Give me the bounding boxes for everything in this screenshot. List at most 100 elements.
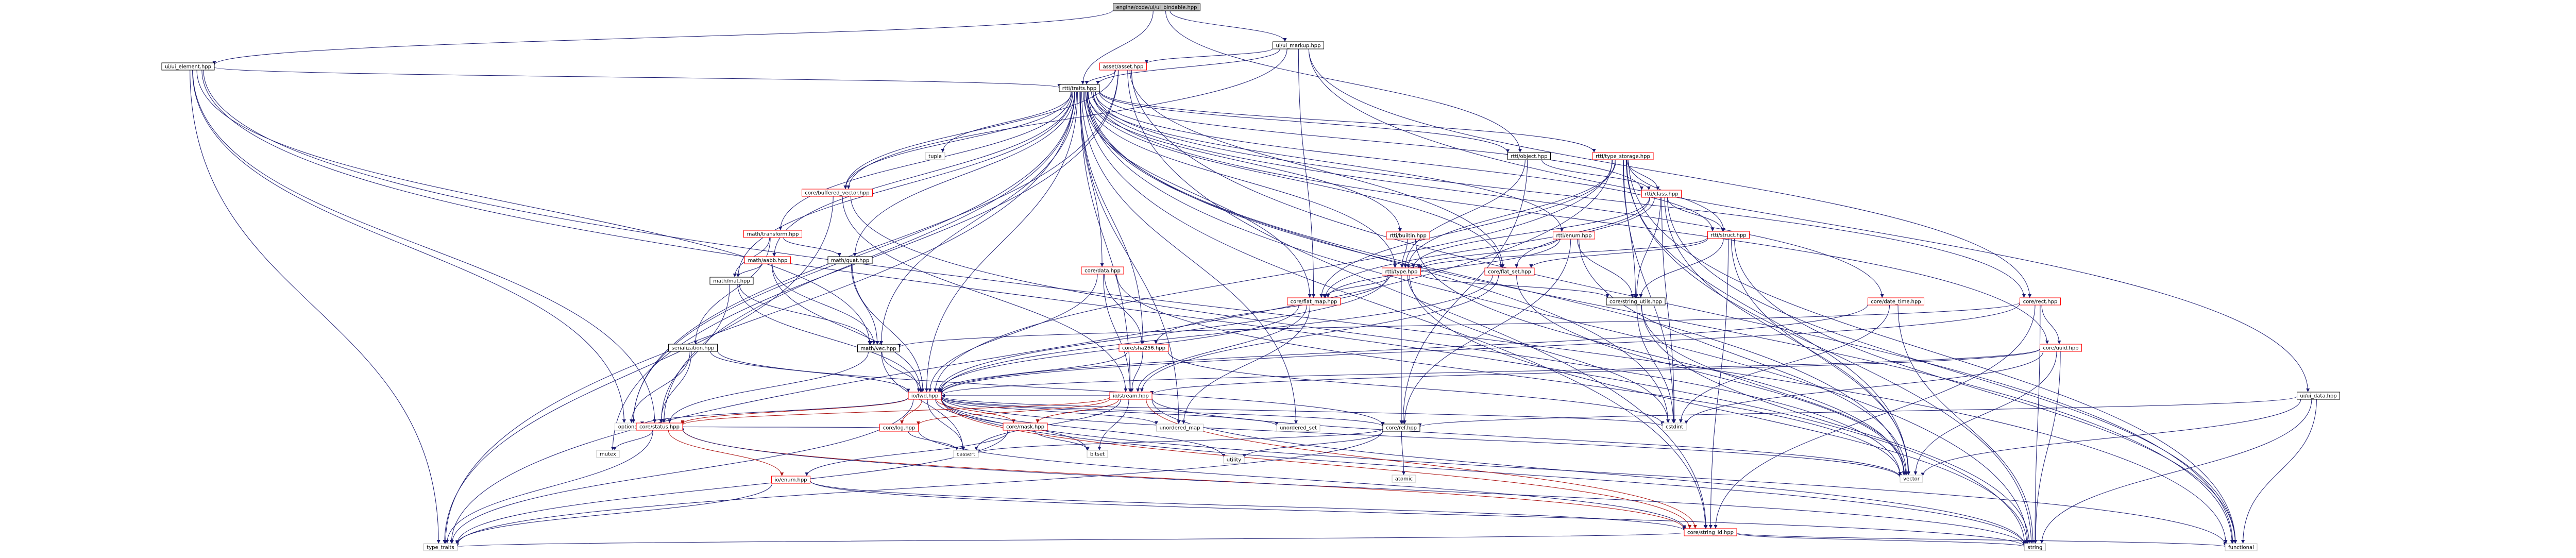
graph-node-core-rect[interactable]: core/rect.hpp	[2020, 297, 2061, 306]
edge-asset-server-to-core-flat-set	[1129, 70, 1505, 268]
graph-node-ui-data[interactable]: ui/ui_data.hpp	[2297, 392, 2340, 400]
graph-node-core-sha256[interactable]: core/sha256.hpp	[1118, 344, 1169, 352]
graph-node-rtti-class[interactable]: rtti/class.hpp	[1641, 190, 1682, 198]
edge-rtti-type-storage-to-rtti-class	[1626, 159, 1660, 191]
edge-core-status-to-type-traits	[445, 430, 653, 544]
edge-rtti-struct-to-functional	[1734, 238, 2237, 544]
graph-node-rtti-builtin[interactable]: rtti/builtin.hpp	[1386, 231, 1430, 240]
edge-rtti-traits-to-type-traits	[444, 91, 1075, 544]
edge-root-to-ui-element	[212, 10, 1113, 65]
node-box	[1099, 62, 1147, 71]
node-label: functional	[2228, 545, 2254, 551]
graph-node-core-ref[interactable]: core/ref.hpp	[1382, 424, 1420, 432]
graph-node-root[interactable]: engine/code/ui/ui_bindable.hpp	[1113, 3, 1200, 11]
graph-node-rtti-struct[interactable]: rtti/struct.hpp	[1707, 231, 1750, 239]
node-label: engine/code/ui/ui_bindable.hpp	[1116, 5, 1197, 11]
edge-io-fwd-to-core-ref	[941, 396, 1385, 427]
graph-node-rtti-enum[interactable]: rtti/enum.hpp	[1553, 231, 1595, 240]
edge-ui-markup-to-core-buffered-vector	[846, 48, 1287, 190]
node-box	[743, 230, 802, 238]
edge-io-fwd-to-core-mask	[936, 399, 1015, 424]
graph-node-core-log[interactable]: core/log.hpp	[879, 424, 919, 432]
edge-core-sha256-to-io-stream	[1130, 351, 1143, 393]
edge-rtti-traits-to-cstdint	[1085, 91, 1670, 424]
edge-rtti-traits-to-rtti-object	[1099, 91, 1510, 153]
edge-root-to-rtti-traits	[1081, 10, 1154, 85]
node-label: tuple	[928, 154, 942, 160]
graph-node-serialization[interactable]: serialization.hpp	[668, 344, 718, 352]
node-box	[1592, 152, 1654, 160]
node-box	[2020, 297, 2061, 306]
graph-node-math-aabb[interactable]: math/aabb.hpp	[744, 256, 791, 264]
edge-rtti-type-storage-to-functional	[1628, 159, 2238, 544]
node-box	[744, 256, 791, 264]
graph-node-rtti-type[interactable]: rtti/type.hpp	[1382, 267, 1421, 276]
edge-math-quat-to-io-fwd	[852, 263, 925, 393]
node-box	[161, 62, 215, 71]
edge-io-stream-to-core-mask	[1036, 399, 1119, 424]
graph-node-core-flat-map[interactable]: core/flat_map.hpp	[1287, 297, 1341, 306]
graph-node-ui-element[interactable]: ui/ui_element.hpp	[161, 62, 215, 71]
graph-node-asset-server[interactable]: asset/asset.hpp	[1099, 62, 1147, 71]
node-label: type_traits	[427, 545, 454, 551]
edge-rtti-traits-to-functional	[1088, 91, 2234, 544]
edge-core-ref-to-utility	[1242, 431, 1383, 458]
edge-rtti-traits-to-rtti-struct	[1095, 91, 1715, 232]
graph-node-core-status[interactable]: core/status.hpp	[636, 422, 683, 431]
edge-rtti-traits-to-rtti-class	[1099, 91, 1643, 191]
edge-core-date-time-to-cstdint	[1679, 305, 1890, 424]
graph-node-core-uuid[interactable]: core/uuid.hpp	[2040, 344, 2082, 352]
node-box	[1868, 297, 1924, 306]
edge-core-ref-to-type-traits	[455, 430, 1383, 546]
node-box	[1156, 424, 1204, 432]
node-label: core/status.hpp	[639, 425, 680, 430]
node-label: rtti/traits.hpp	[1062, 86, 1096, 92]
graph-node-mutex: mutex	[596, 450, 620, 458]
graph-node-ui-markup[interactable]: ui/ui_markup.hpp	[1273, 41, 1324, 49]
graph-node-core-mask[interactable]: core/mask.hpp	[1003, 422, 1048, 431]
edge-io-fwd-to-type-traits	[450, 399, 914, 544]
node-box	[1684, 528, 1737, 536]
graph-node-core-string-id[interactable]: core/string_id.hpp	[1684, 528, 1737, 536]
node-label: rtti/struct.hpp	[1710, 233, 1746, 239]
edge-rtti-struct-to-core-string-id	[1708, 238, 1729, 529]
graph-node-core-buffered-vector[interactable]: core/buffered_vector.hpp	[802, 189, 873, 197]
node-box	[1003, 422, 1048, 431]
graph-node-math-quat[interactable]: math/quat.hpp	[827, 256, 873, 264]
graph-node-io-enum[interactable]: io/enum.hpp	[771, 476, 810, 484]
edge-rtti-traits-to-core-flat-set	[1087, 91, 1503, 268]
graph-node-math-mat[interactable]: math/mat.hpp	[709, 277, 754, 285]
edge-rtti-traits-to-rtti-builtin	[1087, 91, 1402, 232]
graph-node-core-date-time[interactable]: core/date_time.hpp	[1868, 297, 1924, 306]
graph-node-math-transform[interactable]: math/transform.hpp	[743, 230, 802, 238]
node-box	[802, 189, 873, 197]
graph-node-rtti-traits[interactable]: rtti/traits.hpp	[1059, 84, 1100, 92]
node-label: serialization.hpp	[672, 346, 715, 351]
graph-node-core-data[interactable]: core/data.hpp	[1081, 266, 1124, 275]
edge-rtti-struct-to-core-flat-set	[1529, 238, 1708, 268]
node-box	[709, 277, 754, 285]
graph-node-atomic: atomic	[1392, 475, 1416, 483]
node-label: mutex	[600, 452, 616, 458]
edge-rtti-enum-to-rtti-type	[1417, 239, 1557, 268]
graph-node-io-stream[interactable]: io/stream.hpp	[1109, 392, 1153, 400]
graph-node-math-vec[interactable]: math/vec.hpp	[857, 344, 900, 352]
edge-ui-markup-to-core-rect	[1308, 48, 2032, 298]
edge-root-to-ui-markup	[1170, 10, 1287, 42]
edge-rtti-traits-to-rtti-type-storage	[1099, 90, 1596, 153]
node-label: io/stream.hpp	[1113, 394, 1149, 399]
graph-node-core-string-utils[interactable]: core/string_utils.hpp	[1606, 297, 1666, 306]
edge-core-data-to-io-fwd	[928, 274, 1098, 393]
edge-rtti-traits-to-math-mat	[736, 91, 1073, 278]
graph-node-core-flat-set[interactable]: core/flat_set.hpp	[1484, 267, 1535, 276]
node-label: string	[2028, 545, 2043, 551]
graph-node-rtti-object[interactable]: rtti/object.hpp	[1507, 152, 1551, 160]
graph-node-rtti-type-storage[interactable]: rtti/type_storage.hpp	[1592, 152, 1654, 160]
edge-core-buffered-vector-to-io-stream	[842, 196, 1128, 393]
edge-rtti-traits-to-vector	[1087, 91, 1906, 476]
edge-core-date-time-to-string	[1897, 305, 2035, 544]
graph-node-io-fwd[interactable]: io/fwd.hpp	[908, 392, 942, 400]
edge-rtti-traits-to-math-vec	[879, 91, 1077, 345]
node-label: unordered_set	[1280, 426, 1317, 431]
edge-rtti-object-to-rtti-type	[1403, 159, 1526, 268]
